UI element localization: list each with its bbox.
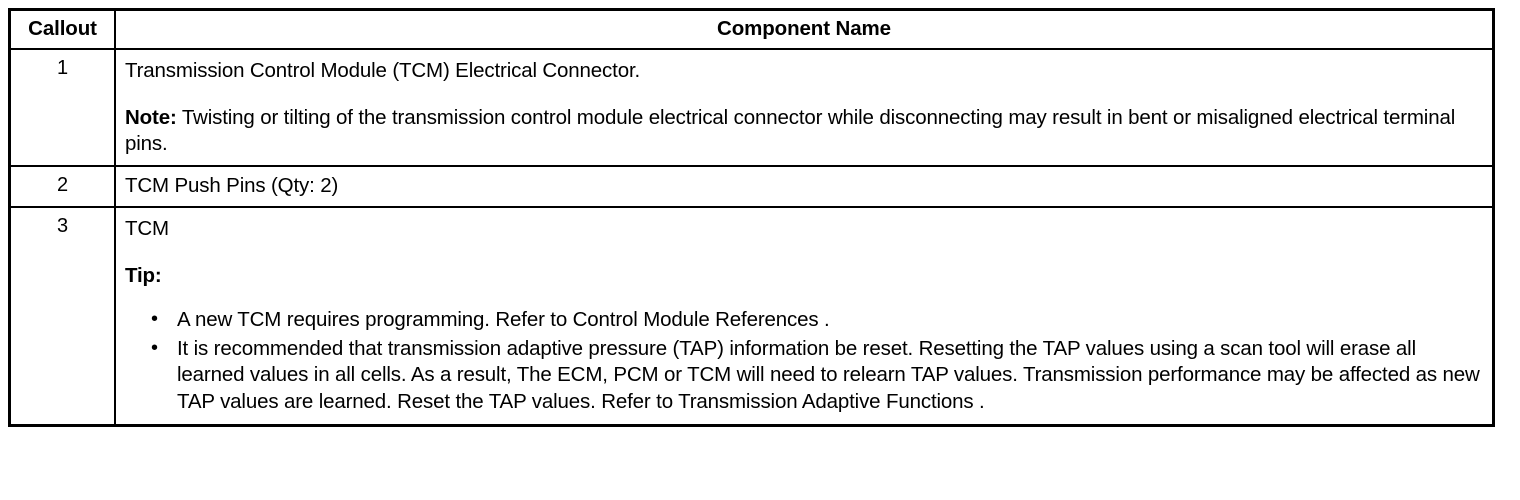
table-row: 2 TCM Push Pins (Qty: 2)	[8, 165, 1495, 208]
note-label: Note:	[125, 105, 177, 129]
component-title: TCM	[125, 216, 169, 240]
table-header: Callout Component Name	[8, 8, 1495, 50]
table-row: 3 TCM Tip: A new TCM requires programmin…	[8, 205, 1495, 427]
component-description: Transmission Control Module (TCM) Electr…	[114, 47, 1495, 168]
component-title: TCM Push Pins (Qty: 2)	[125, 174, 339, 198]
component-description: TCM Tip: A new TCM requires programming.…	[114, 205, 1495, 427]
note-text: Twisting or tilting of the transmission …	[125, 105, 1456, 156]
column-header-callout: Callout	[8, 8, 116, 50]
component-table: Callout Component Name 1 Transmission Co…	[8, 8, 1495, 427]
component-title: Transmission Control Module (TCM) Electr…	[125, 58, 641, 82]
note-paragraph: Note: Twisting or tilting of the transmi…	[125, 105, 1484, 157]
table-row: 1 Transmission Control Module (TCM) Elec…	[8, 47, 1495, 168]
tip-bullet-list: A new TCM requires programming. Refer to…	[125, 306, 1484, 416]
list-item: It is recommended that transmission adap…	[151, 335, 1484, 416]
column-header-component-name: Component Name	[114, 8, 1495, 50]
list-item: A new TCM requires programming. Refer to…	[151, 306, 1484, 334]
component-description: TCM Push Pins (Qty: 2)	[114, 165, 1495, 208]
table-body: 1 Transmission Control Module (TCM) Elec…	[8, 47, 1495, 427]
callout-number: 2	[8, 165, 116, 208]
callout-number: 1	[8, 47, 116, 168]
tip-label: Tip:	[125, 263, 162, 287]
table-header-row: Callout Component Name	[8, 8, 1495, 50]
callout-number: 3	[8, 205, 116, 427]
